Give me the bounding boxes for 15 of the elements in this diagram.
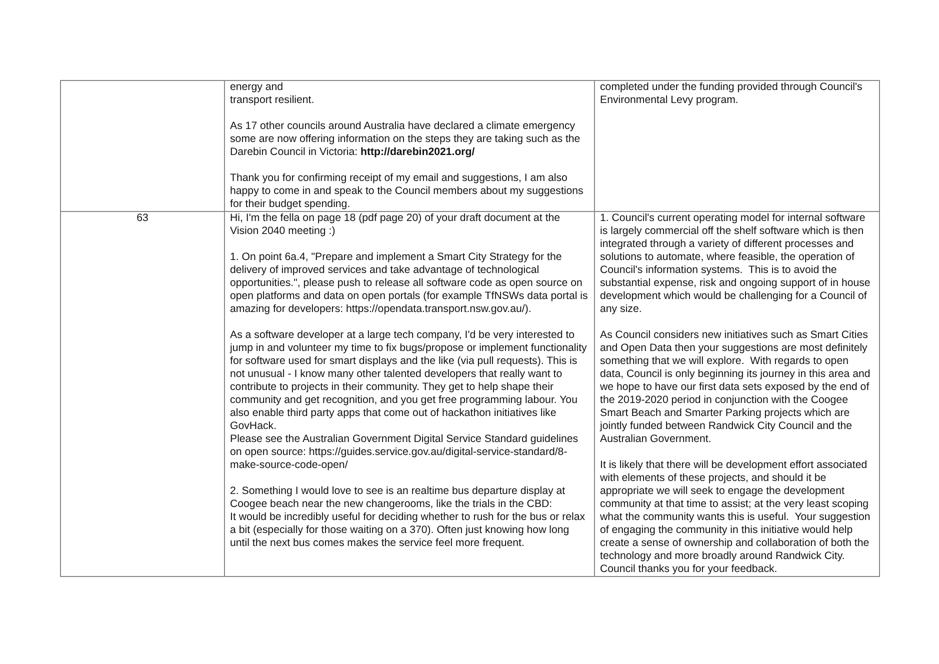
paragraph: 1. On point 6a.4, "Prepare and implement a Smart City Strategy for the delivery of improved services and take advantage of technological opportunities.", please push to release all software code as open source on open platforms and data on open portals (for example TfNSWs data portal is amazing for developers: https://opendata.transport.nsw.gov.au/). <box>230 251 589 316</box>
paragraph: It is likely that there will be development effort associated with elements of these projects, and should it be appropriate we will seek to engage the development community at that time to assist; at the very least scoping what the community wants this is useful. Your suggestion of engaging the community in this initiative would help create a sense of ownership and collaboration of both the technology and more broadly around Randwick City. Council thanks you for your feedback. <box>600 459 872 576</box>
paragraph: 2. Something I would love to see is an realtime bus departure display at Coogee beach near the new changerooms, like the trials in the CBD: <box>230 485 566 511</box>
paragraph: transport resilient. <box>230 94 316 107</box>
paragraph: It would be incredibly useful for deciding whether to rush for the bus or relax a bit (especially for those waiting on a 370). Often just knowing how long until the next bus comes makes the service feel more frequent. <box>230 511 586 550</box>
paragraph: energy and <box>230 81 284 94</box>
paragraph: completed under the funding provided through Council's Environmental Levy program. <box>600 81 864 107</box>
paragraph: As 17 other councils around Australia have declared a climate emergency some are now offering information on the steps they are taking such as the Darebin Council in Victoria: http://darebin2021.org/ <box>230 120 582 159</box>
paragraph: Please see the Australian Government Digital Service Standard guidelines on open source: https://guides.service.gov.au/digital-service-standard/8-make-source-code-open/ <box>230 433 580 472</box>
paragraph: As a software developer at a large tech company, I'd be very interested to jump in and volunteer my time to fix bugs/propose or implement functionality for software used for smart displays and the like (via pull requests). This is not unusual - I know many other talented developers that really want to contribute to projects in their community. They get to help shape their community and get recognition, and you get free programming labour. You also enable third party apps that come out of hackathon initiatives like GovHack. <box>230 329 588 433</box>
paragraph: 1. Council's current operating model for internal software is largely commercial off the shelf software which is then integrated through a variety of different processes and solutions to automate, where feasible, the operation of Council's information systems. This is to avoid the substantial expense, risk and ongoing support of in house development which would be challenging for a Council of any size. <box>600 212 872 316</box>
paragraph: Thank you for confirming receipt of my email and suggestions, I am also happy to come in and speak to the Council members about my suggestions for their budget spending. <box>230 172 584 211</box>
paragraph: Hi, I'm the fella on page 18 (pdf page 20) of your draft document at the Vision 2040 meeting :) <box>230 212 562 238</box>
paragraph: As Council considers new initiatives such as Smart Cities and Open Data then your suggestions are most definitely something that we will explore. With regards to open data, Council is only beginning its journey in this area and we hope to have our first data sets exposed by the end of the 2019-2020 period in conjunction with the Coogee Smart Beach and Smarter Parking projects which are jointly funded between Randwick City Council and the Australian Government. <box>600 329 872 446</box>
row-number: 63 <box>136 212 150 225</box>
